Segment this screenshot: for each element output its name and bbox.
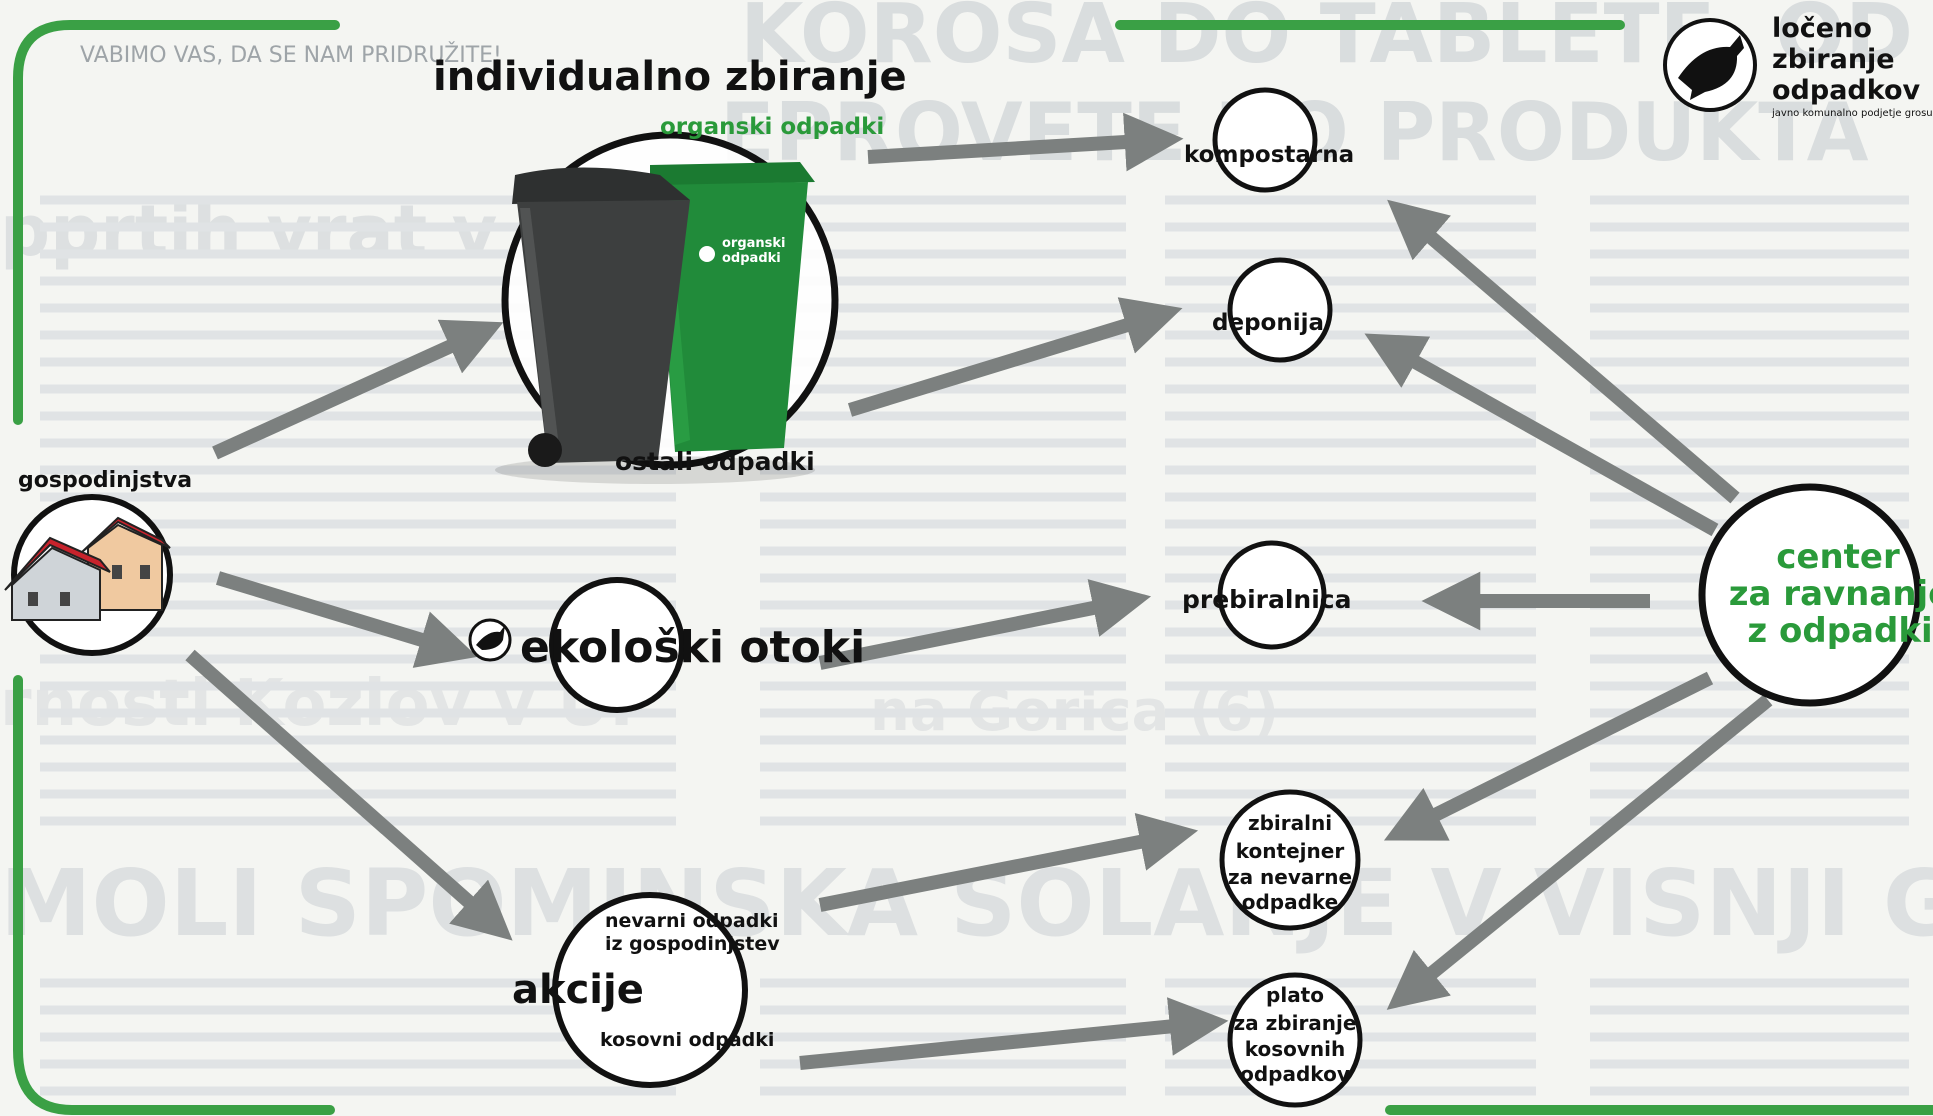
bulky-plateau-circle	[1227, 972, 1363, 1108]
flow-arrows	[185, 112, 1773, 1070]
eco-islands-circle	[549, 577, 685, 713]
sorting-circle	[1217, 540, 1327, 650]
eco-islands-label: ekološki otoki	[520, 622, 865, 673]
hazard-line-3: za nevarne	[1228, 865, 1352, 889]
waste-center-label: center za ravnanje z odpadki	[1729, 537, 1933, 651]
hazard-line-2: kontejner	[1236, 839, 1345, 863]
arrow-center-to-composting	[1387, 199, 1740, 504]
arrow-center-to-container	[1383, 671, 1714, 841]
plateau-line-2: za zbiranje	[1234, 1011, 1357, 1035]
hazardous-household-line2: iz gospodinjstev	[605, 933, 780, 955]
hazard-container-label: zbiralni kontejner za nevarne odpadke	[1228, 811, 1352, 914]
actions-circle	[552, 892, 748, 1088]
households-label: gospodinjstva	[18, 468, 192, 493]
plateau-line-3: kosovnih	[1245, 1037, 1346, 1061]
bin-label-line1: organski	[722, 236, 786, 251]
sorting-label: prebiralnica	[1182, 585, 1351, 614]
dark-residual-bin	[512, 167, 690, 467]
bulky-waste-label: kosovni odpadki	[600, 1029, 774, 1051]
composting-label: kompostarna	[1184, 142, 1354, 168]
center-line-1: center	[1776, 537, 1900, 577]
composting-circle	[1212, 87, 1318, 193]
landfill-circle	[1227, 257, 1333, 363]
center-line-3: z odpadki	[1747, 611, 1932, 651]
residual-waste-label: ostali odpadki	[615, 447, 815, 476]
plateau-line-1: plato	[1266, 983, 1324, 1007]
arrow-center-to-plateau	[1386, 694, 1773, 1010]
arrow-hazardous-to-container	[818, 812, 1199, 912]
logo-subtitle: javno komunalno podjetje grosuplje	[1771, 108, 1933, 119]
hazard-line-4: odpadke	[1242, 890, 1339, 914]
logo-line-3: odpadkov	[1772, 75, 1921, 106]
individual-collection-title: individualno zbiranje	[433, 54, 907, 100]
organic-waste-label: organski odpadki	[660, 114, 884, 140]
hazard-line-1: zbiralni	[1248, 811, 1332, 835]
bulky-plateau-label: plato za zbiranje kosovnih odpadkov	[1234, 983, 1357, 1086]
arrow-households-to-actions	[185, 649, 513, 941]
landfill-label: deponija	[1212, 310, 1324, 336]
hazard-container-circle	[1219, 789, 1361, 931]
arrow-households-to-individual	[212, 319, 504, 460]
actions-label: akcije	[512, 967, 644, 1013]
arrow-eco-to-sorting	[818, 579, 1152, 670]
arrow-center-to-landfill	[1364, 333, 1719, 537]
bg-headline-bottom: MOLI SPOMINSKA SOLANJE V VISNJI GOR	[0, 850, 1933, 957]
houses-icon	[4, 516, 171, 621]
arrow-organic-to-composting	[867, 112, 1184, 172]
company-logo: ločeno zbiranje odpadkov javno komunalno…	[1663, 13, 1933, 119]
bg-strip: VABIMO VAS, DA SE NAM PRIDRUŽITE!	[80, 42, 502, 68]
arrow-bulky-to-plateau	[799, 997, 1229, 1070]
bin-wheel	[528, 433, 562, 467]
arrow-households-to-eco-islands	[215, 571, 478, 668]
logo-line-1: ločeno	[1772, 13, 1872, 44]
green-frame	[13, 20, 1933, 1115]
bg-headline-mid: rnosti Kozlov v UI	[0, 667, 633, 741]
center-line-2: za ravnanje	[1729, 574, 1933, 614]
logo-line-2: zbiranje	[1772, 44, 1895, 75]
arrow-residual-to-landfill	[847, 297, 1183, 417]
hazardous-household-line1: nevarni odpadki	[605, 910, 778, 932]
waste-center-circle	[1698, 483, 1922, 707]
plateau-line-4: odpadkov	[1240, 1062, 1350, 1086]
bin-label-line2: odpadki	[722, 251, 781, 266]
waste-bins-illustration: organski odpadki	[495, 162, 815, 484]
